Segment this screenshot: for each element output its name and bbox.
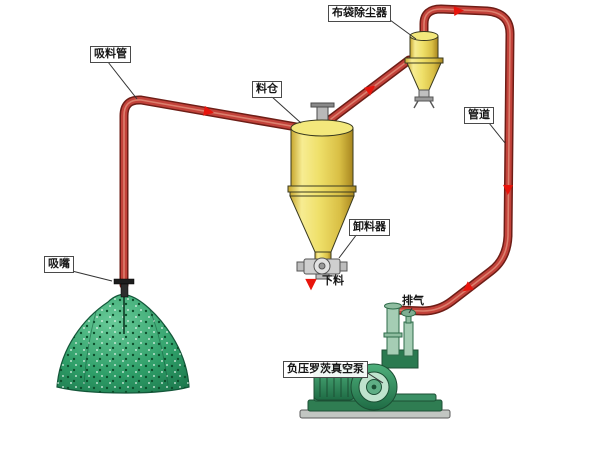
label-discharger: 卸料器 xyxy=(349,219,390,236)
pipe-suction xyxy=(119,95,313,290)
flow-arrow-icon xyxy=(364,85,376,96)
material-pile xyxy=(56,293,190,394)
label-exhaust: 排气 xyxy=(402,295,424,307)
rotary-discharger-part xyxy=(296,257,348,280)
label-bag-filter: 布袋除尘器 xyxy=(328,5,391,22)
flow-arrows xyxy=(203,6,514,292)
bag-filter-part xyxy=(404,31,444,109)
vacuum-pump-part xyxy=(299,302,451,419)
suction-nozzle-part xyxy=(113,278,135,334)
label-silo: 料仓 xyxy=(252,81,282,98)
label-pipeline: 管道 xyxy=(464,107,494,124)
silo-flange xyxy=(287,185,357,193)
silo-cone xyxy=(289,195,355,253)
silo-top xyxy=(290,119,354,137)
filter-cone xyxy=(406,62,442,91)
exhaust-cap xyxy=(401,309,416,317)
label-connectors xyxy=(71,19,506,384)
silo-body xyxy=(290,127,354,187)
label-vacuum-pump: 负压罗茨真空泵 xyxy=(283,361,368,378)
pile-texture xyxy=(57,294,189,393)
exhaust-pipe xyxy=(403,321,414,357)
label-discharge-down: 下料 xyxy=(322,275,344,287)
label-suction-pipe: 吸料管 xyxy=(90,46,131,63)
flow-arrow-icon xyxy=(453,6,464,17)
silo-part xyxy=(287,102,357,260)
flow-arrow-icon xyxy=(203,105,214,116)
pump-intake-pipe xyxy=(386,304,400,356)
pipe-filter-to-pump xyxy=(390,4,515,316)
flow-arrow-icon xyxy=(503,184,514,195)
discharge-arrow-icon xyxy=(305,278,317,291)
label-suction-nozzle: 吸嘴 xyxy=(44,256,74,273)
flow-arrow-icon xyxy=(462,281,474,292)
